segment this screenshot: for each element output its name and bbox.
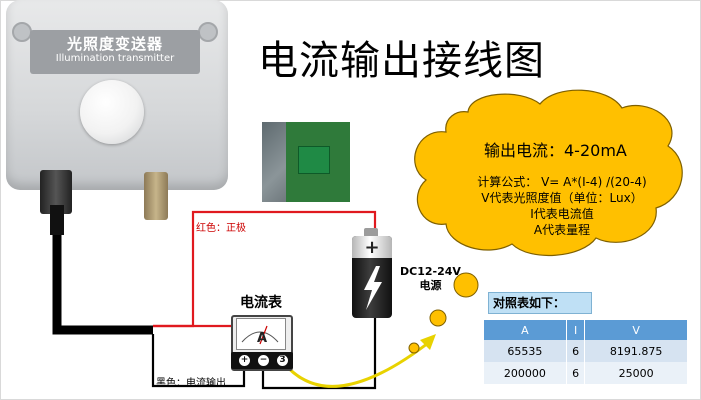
- formula-line: 计算公式： V= A*(I-4) /(20-4): [477, 175, 647, 189]
- ammeter-face-letter: A: [256, 331, 268, 346]
- bubble-medium: [429, 309, 447, 327]
- sensor-cable: [52, 230, 153, 335]
- black-wire-label: 黑色：电流输出: [156, 378, 226, 389]
- column-header-a: A: [484, 320, 567, 340]
- conversion-table: A I V 65535 6 8191.875 200000 6 25000: [484, 320, 688, 384]
- mounting-hole-icon: [198, 22, 218, 42]
- yellow-arrow-head: [420, 334, 436, 350]
- table-row: 200000 6 25000: [484, 362, 688, 384]
- bubble-large: [453, 272, 479, 298]
- ammeter-terminal-minus: −: [256, 353, 271, 368]
- power-text: 电源: [419, 279, 442, 292]
- formula-v-desc: V代表光照度值（单位：Lux）: [481, 191, 643, 205]
- cable-lead: [50, 205, 64, 235]
- ammeter-scale: [241, 325, 279, 345]
- table-cell: 65535: [484, 340, 567, 362]
- ammeter-terminal-plus: +: [237, 353, 252, 368]
- terminal-block: [298, 146, 330, 174]
- page-title: 电流输出接线图: [258, 38, 545, 84]
- power-voltage: DC12-24V: [400, 265, 461, 278]
- table-cell: 200000: [484, 362, 567, 384]
- breather-valve: [144, 172, 168, 220]
- ammeter-label: 电流表: [240, 295, 282, 311]
- formula-cloud: [414, 89, 683, 257]
- column-header-v: V: [584, 320, 688, 340]
- formula-a-desc: A代表量程: [533, 223, 591, 237]
- black-wire-output: [151, 334, 246, 388]
- table-cell: 6: [566, 362, 586, 384]
- table-heading: 对照表如下：: [488, 292, 592, 314]
- ammeter-dial: [236, 318, 286, 350]
- table-cell: 6: [566, 340, 586, 362]
- table-cell: 25000: [584, 362, 688, 384]
- column-header-i: I: [566, 320, 586, 340]
- ammeter-terminal-third: 3: [275, 353, 290, 368]
- battery-terminal: [364, 228, 378, 236]
- bubble-small: [408, 342, 420, 354]
- mounting-hole-icon: [12, 22, 32, 42]
- output-current-title: 输出电流：4-20mA: [484, 141, 627, 160]
- table-header-row: A I V: [484, 320, 688, 340]
- device-nameplate: [30, 30, 200, 74]
- black-wire-return: [261, 318, 377, 390]
- red-wire-label: 红色：正极: [196, 223, 246, 234]
- power-supply-label: DC12-24V 电源: [400, 265, 461, 293]
- formula-i-desc: I代表电流值: [530, 207, 594, 221]
- light-sensor-dome: [80, 80, 144, 144]
- yellow-arrow: [281, 338, 433, 388]
- battery-cap: [352, 236, 392, 258]
- lightning-bolt-icon: [364, 266, 382, 310]
- device-name-en: Illumination transmitter: [55, 53, 175, 64]
- table-cell: 8191.875: [584, 340, 688, 362]
- battery-plus-sign: +: [364, 237, 380, 258]
- device-name-cn: 光照度变送器: [66, 35, 163, 53]
- table-row: 65535 6 8191.875: [484, 340, 688, 362]
